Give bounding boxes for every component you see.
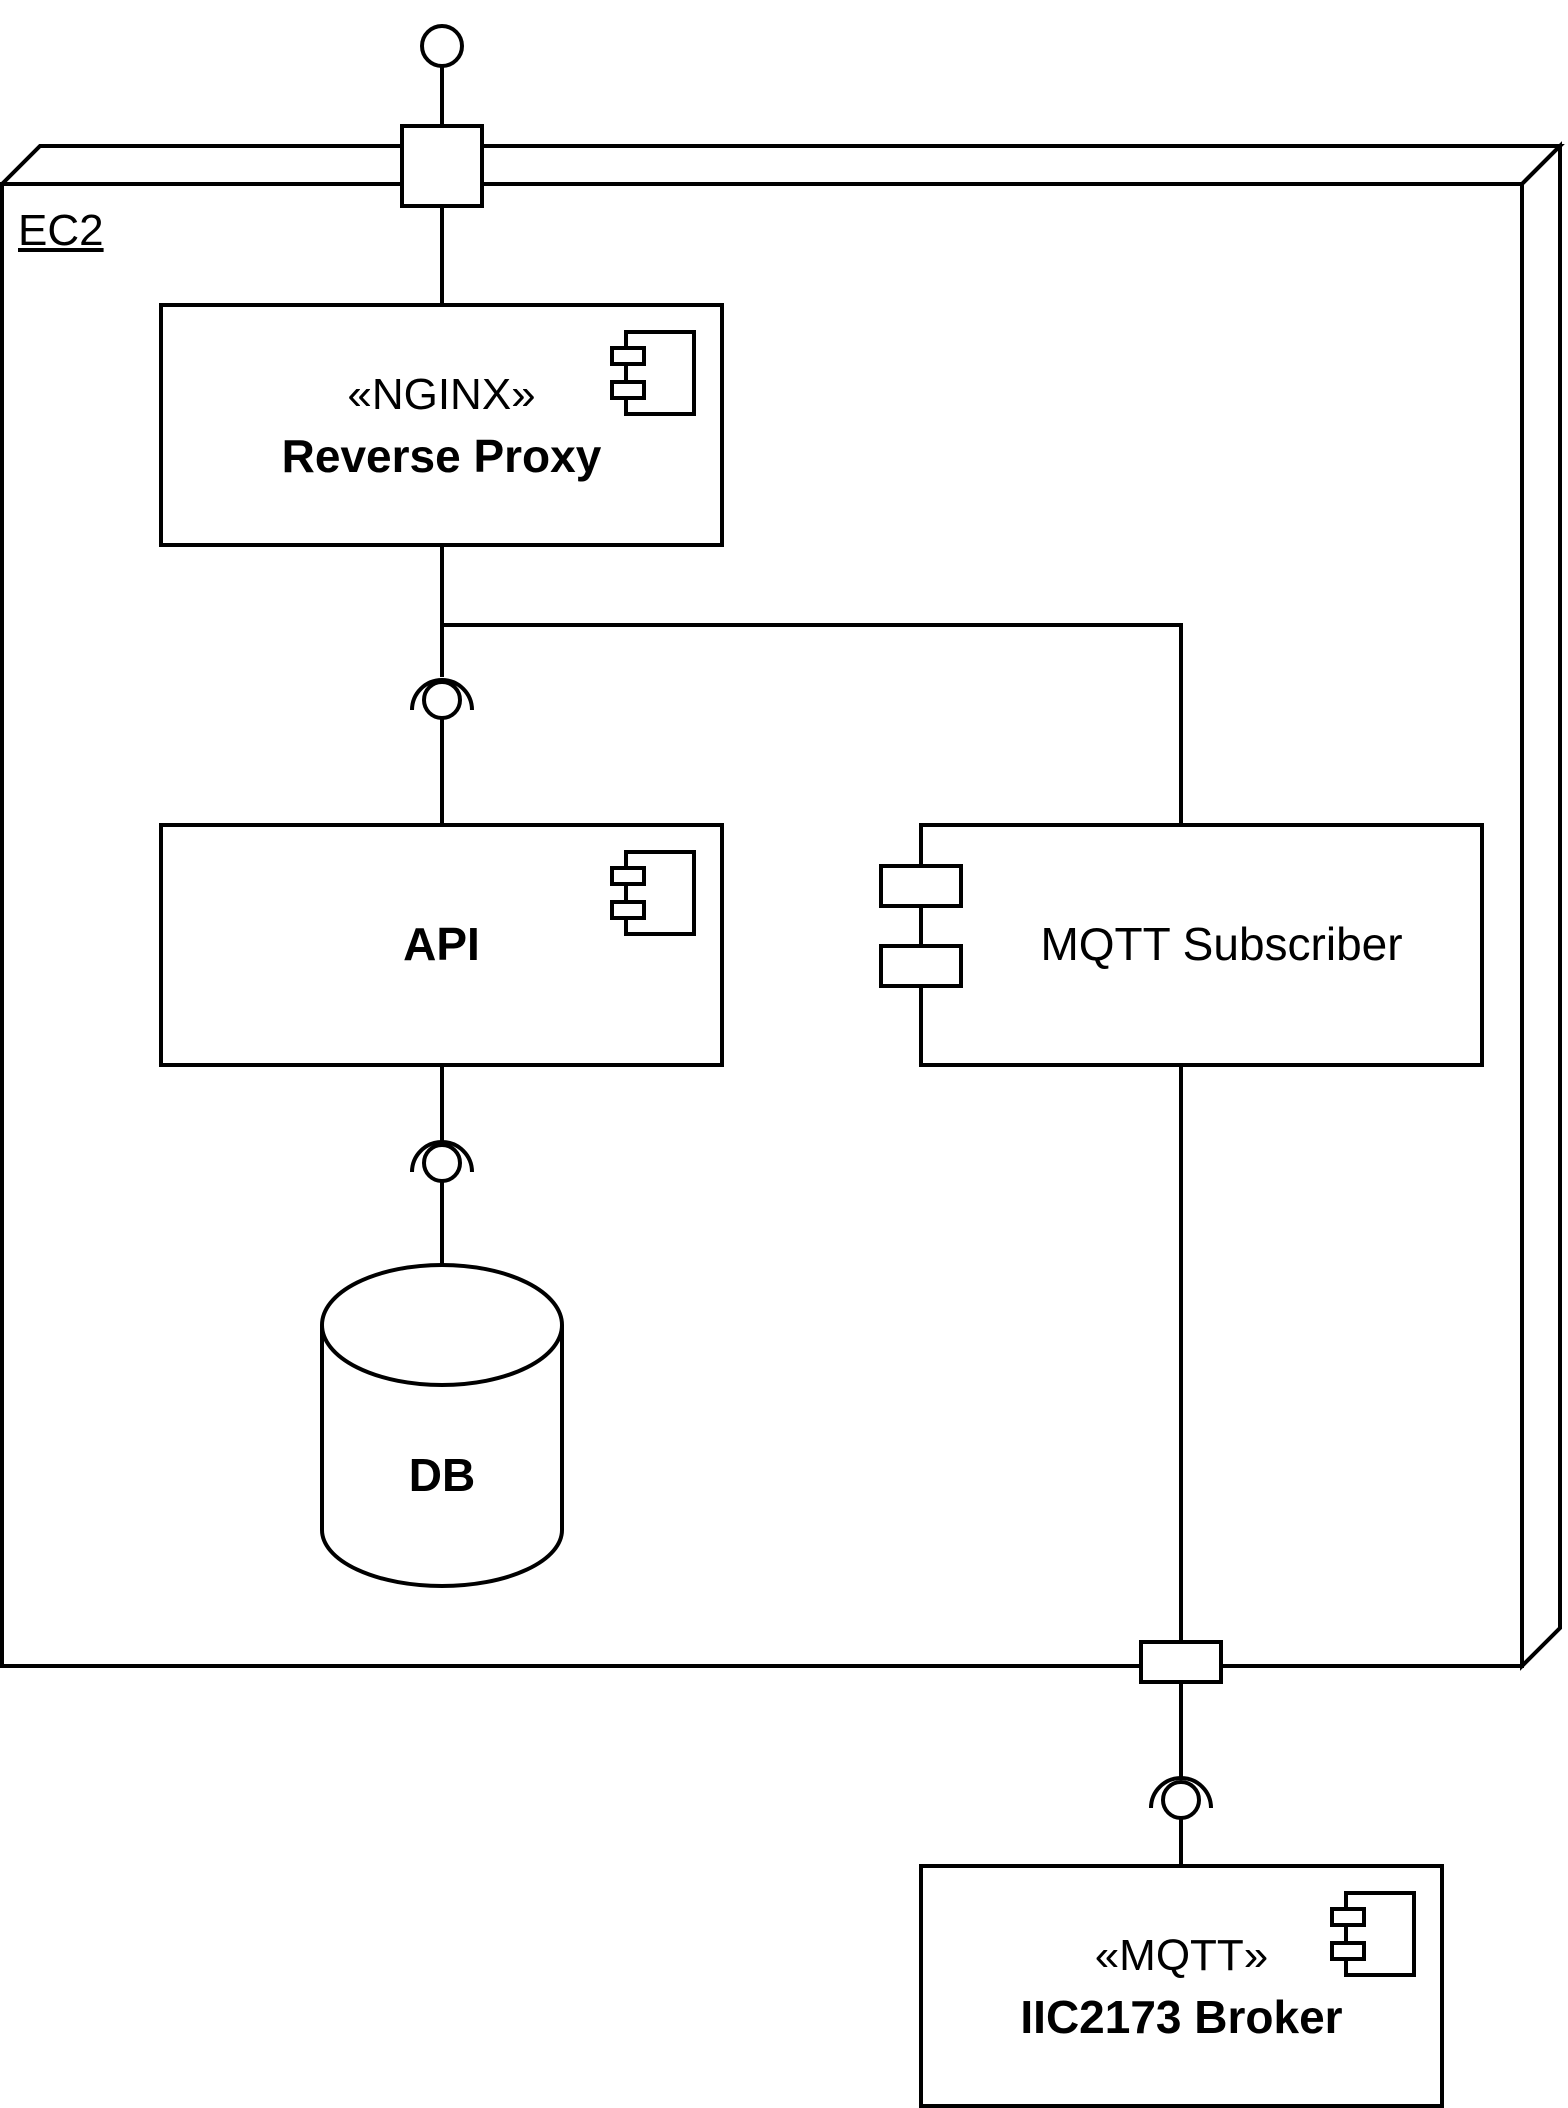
component-icon xyxy=(1330,1891,1416,1977)
top-external-interface xyxy=(420,24,464,128)
mqtt-subscriber-component xyxy=(879,823,1484,1067)
mqtt-subscriber-name: MQTT Subscriber xyxy=(1040,918,1403,970)
db-name: DB xyxy=(408,1449,476,1501)
top-port xyxy=(400,124,484,208)
reverse-proxy-stereotype: «NGINX» xyxy=(347,370,536,419)
broker-stereotype: «MQTT» xyxy=(1094,1931,1269,1980)
proxy-connectors xyxy=(410,545,1183,825)
node-title: EC2 xyxy=(18,206,104,255)
reverse-proxy-component xyxy=(159,303,724,547)
bottom-port xyxy=(1139,1640,1223,1684)
api-db-connector xyxy=(410,1065,474,1265)
broker-name: IIC2173 Broker xyxy=(1020,1991,1343,2043)
mqtt-broker-connector xyxy=(1149,1065,1213,1866)
db-cylinder xyxy=(320,1263,564,1588)
component-icon xyxy=(610,850,696,936)
reverse-proxy-name: Reverse Proxy xyxy=(281,430,602,482)
component-icon xyxy=(610,330,696,416)
api-component xyxy=(159,823,724,1067)
broker-component xyxy=(919,1864,1444,2108)
api-name: API xyxy=(403,918,480,970)
